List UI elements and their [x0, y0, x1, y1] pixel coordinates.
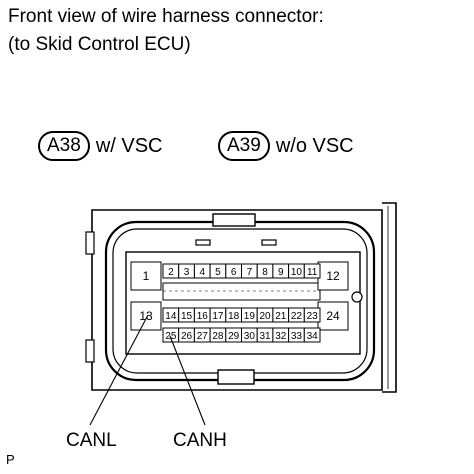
pin-26-label: 26	[181, 331, 193, 342]
signal-canl-label: CANL	[66, 430, 117, 451]
diagram-title-line2: (to Skid Control ECU)	[8, 34, 191, 55]
diagram-title-line1: Front view of wire harness connector:	[8, 6, 324, 27]
canh-leader-line	[169, 335, 206, 426]
pin-13-cell	[130, 301, 162, 331]
pin-11-cell	[303, 263, 321, 279]
pin-19-label: 19	[244, 311, 256, 322]
pin-29-label: 29	[228, 331, 240, 342]
pin-24-label: 24	[326, 309, 340, 323]
canl-leader-line	[89, 314, 149, 426]
signal-canh-label: CANH	[173, 430, 227, 451]
pin-23-cell	[303, 307, 321, 323]
pin-32-label: 32	[275, 331, 287, 342]
pin-27-label: 27	[197, 331, 209, 342]
pin-25-label: 25	[165, 331, 177, 342]
pin-10-label: 10	[291, 267, 303, 278]
pin-16-label: 16	[197, 311, 209, 322]
variant-a38: A38 w/ VSC	[38, 130, 163, 162]
connector-side-bracket	[382, 202, 397, 393]
pin-30-label: 30	[244, 331, 256, 342]
connector-code-badge: A38	[38, 131, 90, 161]
pin-34-label: 34	[307, 331, 319, 342]
connector-housing	[91, 209, 383, 391]
pin-4-label: 4	[199, 267, 205, 278]
top-lock	[212, 213, 256, 227]
pin-12-label: 12	[326, 269, 340, 283]
pin-17-label: 17	[212, 311, 224, 322]
pin-7-label: 7	[247, 267, 253, 278]
pin-21-label: 21	[275, 311, 287, 322]
corner-mark: P	[6, 452, 15, 467]
variant-a39: A39 w/o VSC	[218, 130, 354, 162]
pin-9-label: 9	[278, 267, 284, 278]
pin-15-label: 15	[181, 311, 193, 322]
pin-1-cell	[130, 261, 162, 291]
pin-6-label: 6	[231, 267, 237, 278]
pin-23-label: 23	[307, 311, 319, 322]
pin-area	[125, 251, 361, 355]
pin-5-label: 5	[215, 267, 221, 278]
pin-20-label: 20	[259, 311, 271, 322]
pin-8-label: 8	[262, 267, 268, 278]
bottom-lock	[217, 369, 255, 385]
pin-13-label: 13	[139, 309, 153, 323]
pin-28-label: 28	[212, 331, 224, 342]
pin-14-label: 14	[165, 311, 177, 322]
housing-tab	[85, 231, 95, 255]
pin-2-label: 2	[168, 267, 174, 278]
housing-tab	[85, 339, 95, 363]
pin-31-label: 31	[259, 331, 271, 342]
pin-22-label: 22	[291, 311, 303, 322]
connector-code-badge: A39	[218, 131, 270, 161]
connector-body	[104, 220, 376, 382]
pin-3-label: 3	[184, 267, 190, 278]
variant-label: w/ VSC	[95, 134, 163, 157]
pin-11-label: 11	[307, 267, 318, 278]
pin-24-cell	[317, 301, 349, 331]
variant-label: w/o VSC	[275, 134, 354, 157]
pin-34-cell	[303, 327, 321, 343]
pin-12-cell	[317, 261, 349, 291]
pin-33-label: 33	[291, 331, 303, 342]
pin-1-label: 1	[143, 269, 150, 283]
pin-18-label: 18	[228, 311, 240, 322]
clip-hole	[351, 291, 363, 303]
